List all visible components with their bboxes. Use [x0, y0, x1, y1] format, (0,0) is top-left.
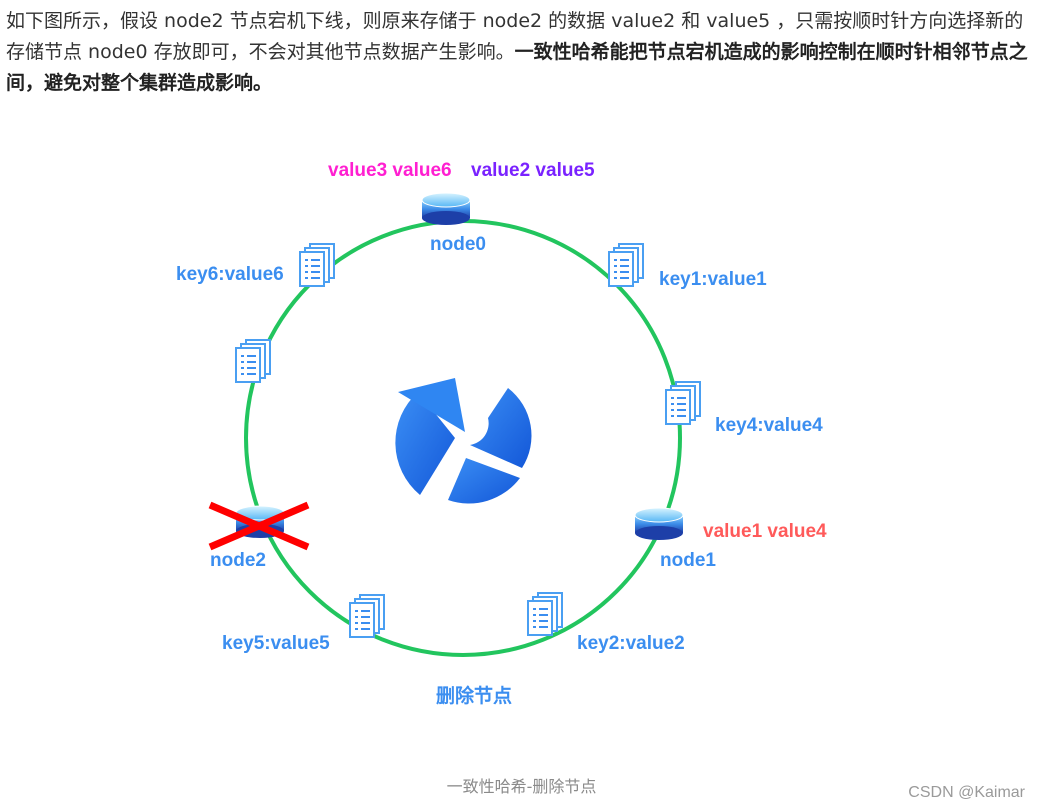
node2-cross-icon [208, 501, 310, 551]
diagram-bottom-label: 删除节点 [436, 684, 512, 707]
unlabeled-document-icon [235, 339, 271, 383]
node2-label: node2 [210, 550, 266, 571]
node0-values-pink: value3 value6 [328, 160, 452, 181]
key4-document-icon [665, 381, 701, 425]
intro-text: 如下图所示，假设 node2 节点宕机下线，则原来存储于 node2 的数据 v… [6, 10, 1024, 63]
key6-document-icon [299, 243, 335, 287]
key1-document-icon [608, 243, 644, 287]
key2-document-icon [527, 592, 563, 636]
key5-document-icon [349, 594, 385, 638]
key2-label: key2:value2 [577, 633, 685, 654]
csdn-watermark: CSDN @Kaimar [908, 784, 1025, 801]
node1-database-icon [634, 507, 684, 541]
center-logo-icon [395, 378, 532, 504]
node0-values-purple: value2 value5 [471, 160, 595, 181]
consistent-hash-diagram: node0 value3 value6 value2 value5 node1 … [176, 160, 827, 707]
key1-label: key1:value1 [659, 269, 767, 290]
key5-label: key5:value5 [222, 633, 330, 654]
figure-caption: 一致性哈希-删除节点 [446, 777, 597, 796]
intro-paragraph: 如下图所示，假设 node2 节点宕机下线，则原来存储于 node2 的数据 v… [6, 6, 1036, 99]
intro-bold-text: 一致性哈希能把节点宕机造成的影响控制在顺时针相邻节点之间，避免对整个集群造成影响… [6, 41, 1028, 94]
node1-values: value1 value4 [703, 521, 827, 542]
node0-label: node0 [430, 234, 486, 255]
node0-database-icon [421, 192, 471, 226]
key6-label: key6:value6 [176, 264, 284, 285]
key4-label: key4:value4 [715, 415, 823, 436]
node1-label: node1 [660, 550, 716, 571]
